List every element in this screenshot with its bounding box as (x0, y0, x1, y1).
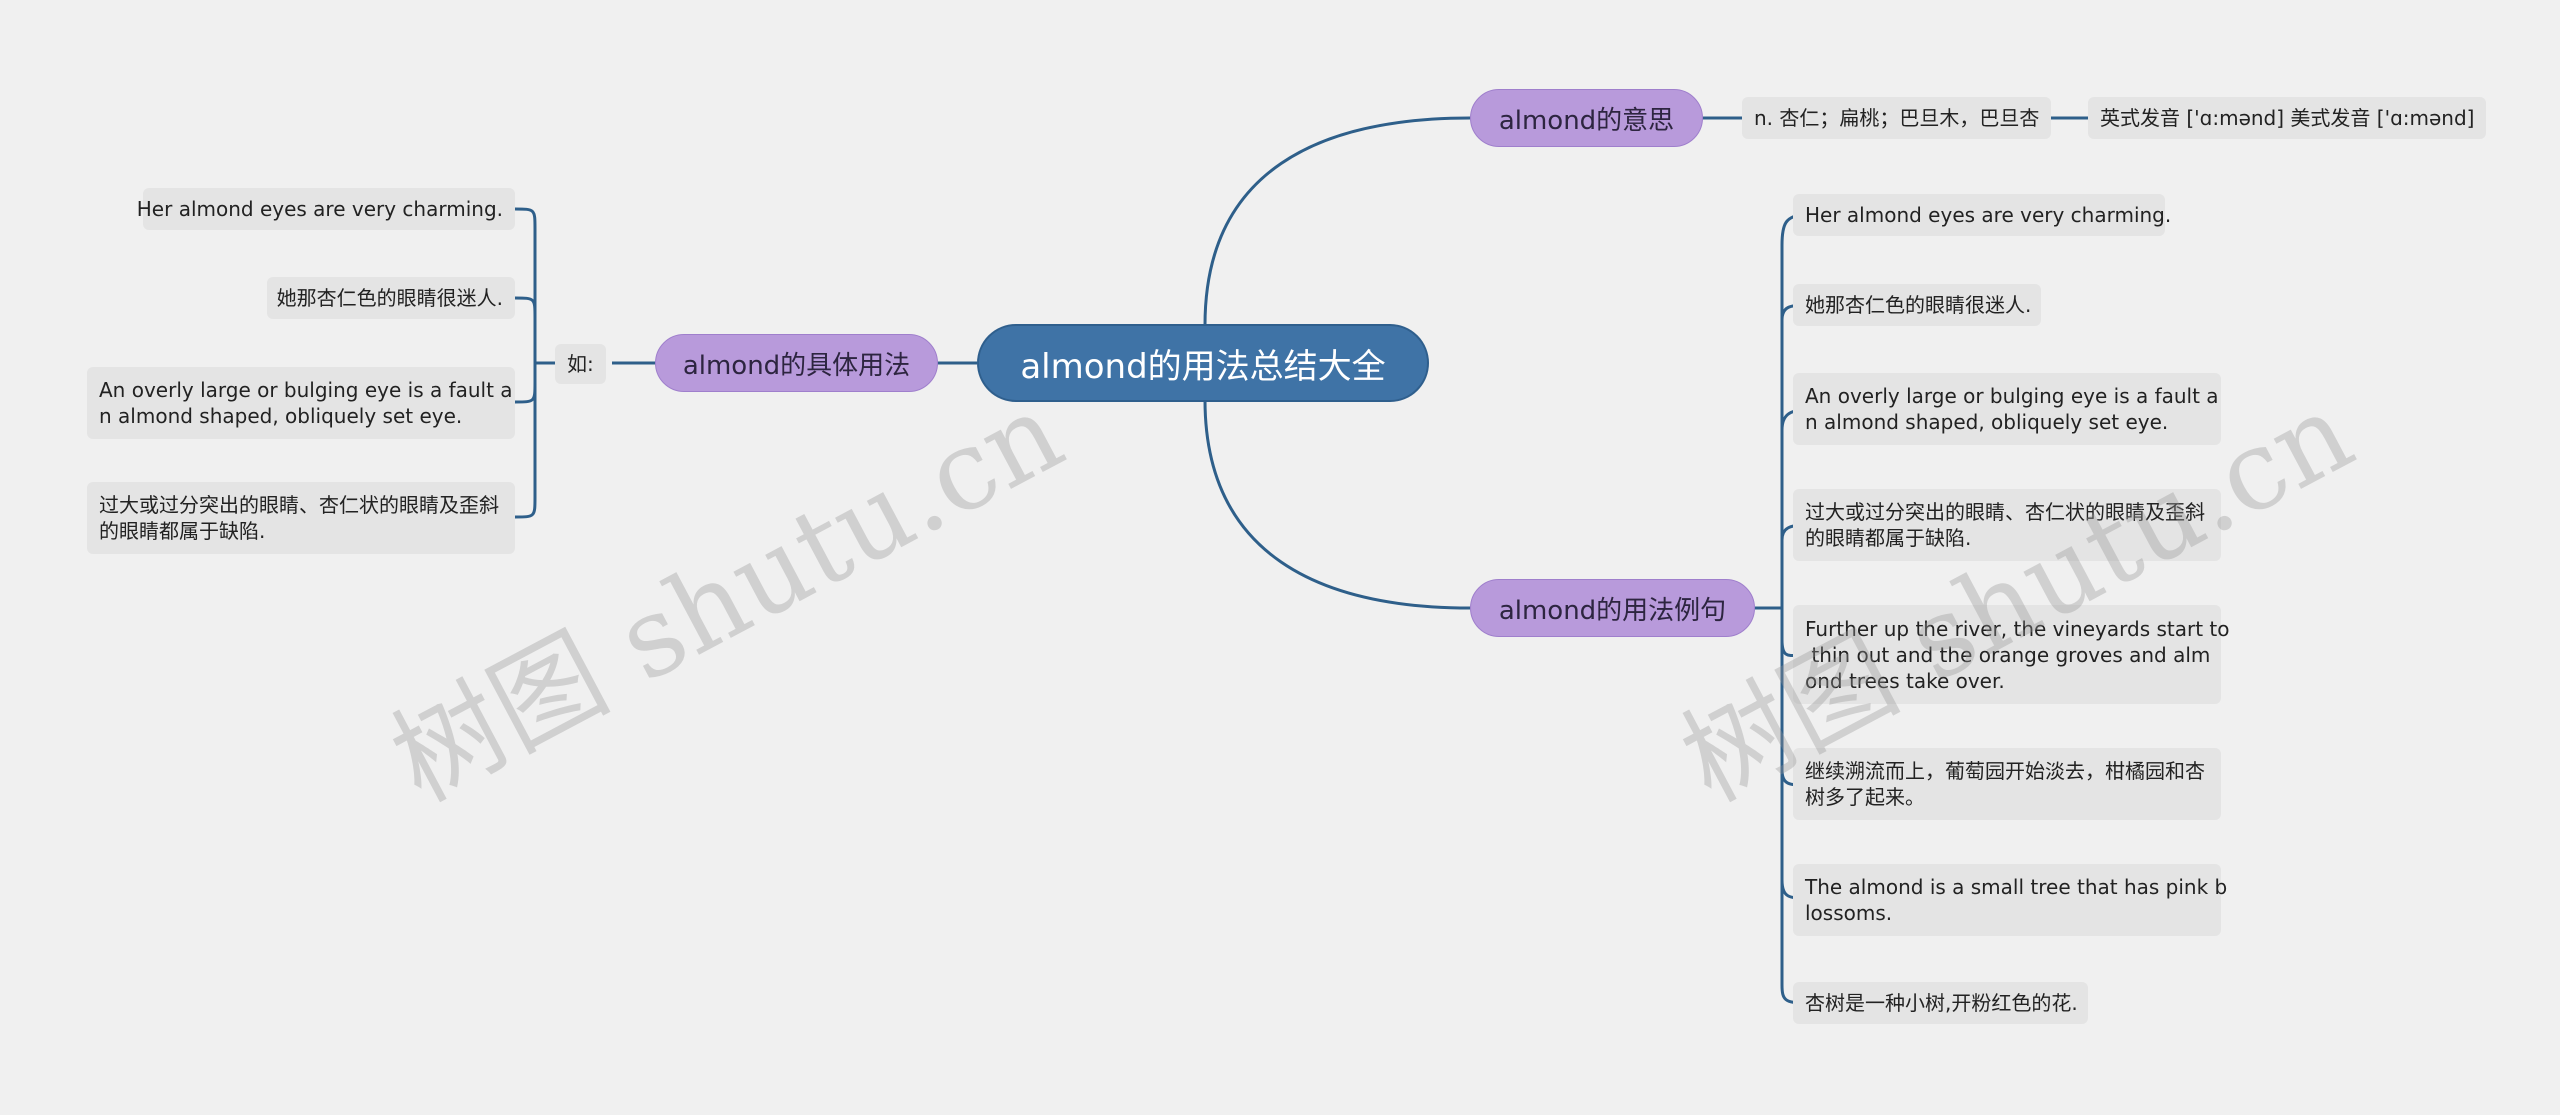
usage-item[interactable]: 过大或过分突出的眼睛、杏仁状的眼睛及歪斜 的眼睛都属于缺陷. (87, 482, 515, 554)
edge-bracket-item-3 (514, 381, 537, 404)
branch-examples[interactable]: almond的用法例句 (1470, 579, 1755, 637)
example-item[interactable]: Her almond eyes are very charming. (1793, 194, 2171, 236)
usage-item[interactable]: An overly large or bulging eye is a faul… (87, 367, 515, 439)
branch-usage[interactable]: almond的具体用法 (655, 334, 938, 392)
meaning-pronunciation[interactable]: 英式发音 ['ɑ:mənd] 美式发音 ['ɑ:mənd] (2088, 97, 2487, 139)
example-item[interactable]: 她那杏仁色的眼睛很迷人. (1793, 284, 2041, 326)
usage-item[interactable]: Her almond eyes are very charming. (137, 188, 515, 230)
edge-root-examples (1203, 399, 1471, 610)
usage-connector-label: 如: (555, 344, 606, 384)
usage-item[interactable]: 她那杏仁色的眼睛很迷人. (267, 277, 515, 319)
example-item[interactable]: An overly large or bulging eye is a faul… (1793, 373, 2221, 445)
example-item[interactable]: 杏树是一种小树,开粉红色的花. (1793, 982, 2088, 1024)
root-node[interactable]: almond的用法总结大全 (977, 324, 1429, 402)
example-item[interactable]: Further up the river, the vineyards star… (1793, 605, 2229, 704)
edge-bracket-item-2 (514, 296, 537, 319)
example-item[interactable]: 继续溯流而上，葡萄园开始淡去，柑橘园和杏 树多了起来。 (1793, 748, 2221, 820)
example-item[interactable]: 过大或过分突出的眼睛、杏仁状的眼睛及歪斜 的眼睛都属于缺陷. (1793, 489, 2221, 561)
edge-bracket-item-1 (514, 207, 537, 519)
branch-meaning[interactable]: almond的意思 (1470, 89, 1703, 147)
edge-root-meaning (1203, 116, 1471, 326)
meaning-definition[interactable]: n. 杏仁；扁桃；巴旦木，巴旦杏 (1742, 97, 2052, 139)
example-item[interactable]: The almond is a small tree that has pink… (1793, 864, 2227, 936)
edge-ex-bracket-main (1780, 213, 1806, 1005)
